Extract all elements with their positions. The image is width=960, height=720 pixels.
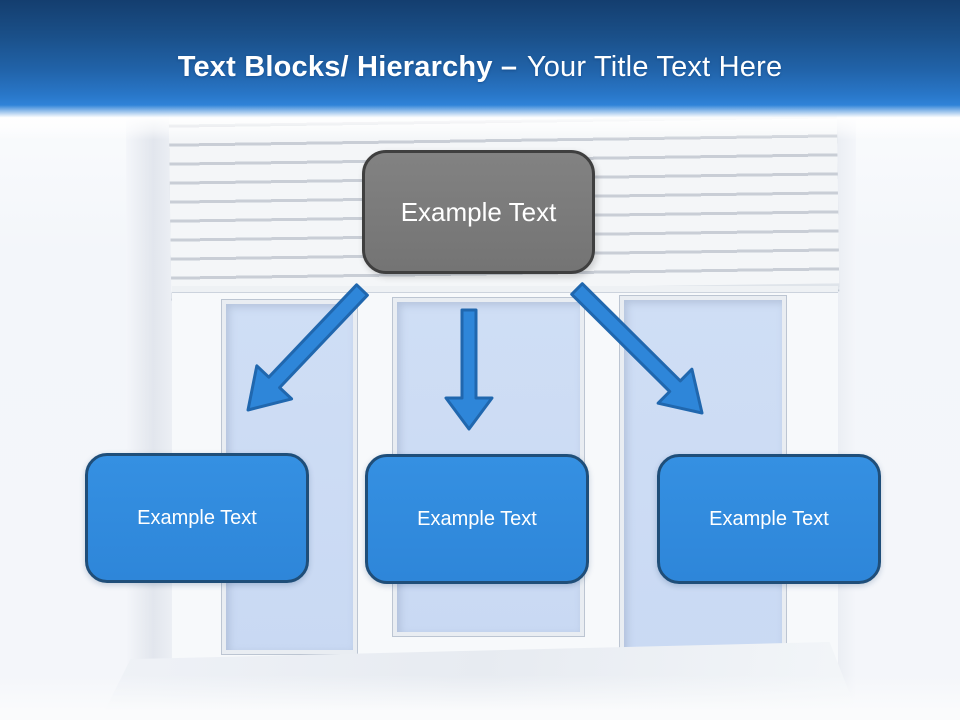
- slide-title: Text Blocks/ Hierarchy –Your Title Text …: [0, 0, 960, 84]
- bottom-fade: [0, 675, 960, 720]
- arrow-down-left-icon: [246, 283, 369, 412]
- root-node: Example Text: [362, 150, 595, 274]
- child-node-label: Example Text: [417, 507, 537, 530]
- slide-title-bold: Text Blocks/ Hierarchy –: [177, 51, 518, 83]
- child-node-1: Example Text: [85, 453, 309, 583]
- child-node-3: Example Text: [657, 454, 881, 584]
- arrow-down-right-icon: [570, 282, 704, 415]
- arrow-down-icon: [444, 308, 494, 431]
- child-node-2: Example Text: [365, 454, 589, 584]
- child-node-label: Example Text: [709, 507, 829, 530]
- title-bar: Text Blocks/ Hierarchy –Your Title Text …: [0, 0, 960, 140]
- root-node-label: Example Text: [400, 196, 557, 227]
- child-node-label: Example Text: [137, 506, 257, 529]
- slide-title-regular: Your Title Text Here: [526, 51, 783, 83]
- window-recess-left: [126, 104, 176, 700]
